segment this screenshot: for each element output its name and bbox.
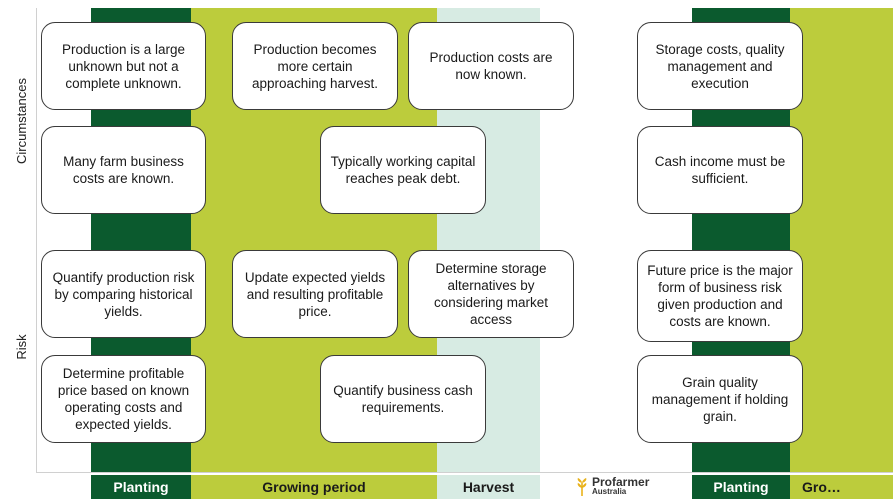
card-production-unknown: Production is a large unknown but not a … [41, 22, 206, 110]
profarmer-logo: Profarmer Australia [576, 474, 649, 499]
footer-harvest: Harvest [437, 475, 540, 499]
card-grain-quality: Grain quality management if holding grai… [637, 355, 803, 443]
growing-period-column-2 [790, 8, 893, 472]
card-quantify-production-risk: Quantify production risk by comparing hi… [41, 250, 206, 338]
axis-vertical [36, 8, 37, 472]
footer-planting: Planting [91, 475, 191, 499]
card-storage-costs: Storage costs, quality management and ex… [637, 22, 803, 110]
wheat-icon [577, 477, 587, 496]
logo-name: Profarmer [592, 474, 650, 489]
footer-growing-period: Growing period [191, 475, 437, 499]
card-cash-requirements: Quantify business cash requirements. [320, 355, 486, 443]
axis-horizontal [36, 472, 893, 473]
card-update-yields: Update expected yields and resulting pro… [232, 250, 398, 338]
row-label-risk: Risk [14, 334, 29, 360]
row-label-circumstances: Circumstances [14, 78, 29, 164]
card-future-price: Future price is the major form of busine… [637, 250, 803, 342]
footer-planting-2: Planting [692, 475, 790, 499]
card-farm-costs-known: Many farm business costs are known. [41, 126, 206, 214]
card-cash-income: Cash income must be sufficient. [637, 126, 803, 214]
card-production-costs-known: Production costs are now known. [408, 22, 574, 110]
card-working-capital: Typically working capital reaches peak d… [320, 126, 486, 214]
logo-sub: Australia [592, 486, 627, 496]
footer-growing-truncated: Gro… [790, 475, 893, 499]
card-profitable-price: Determine profitable price based on know… [41, 355, 206, 443]
card-production-certain: Production becomes more certain approach… [232, 22, 398, 110]
card-storage-alternatives: Determine storage alternatives by consid… [408, 250, 574, 338]
